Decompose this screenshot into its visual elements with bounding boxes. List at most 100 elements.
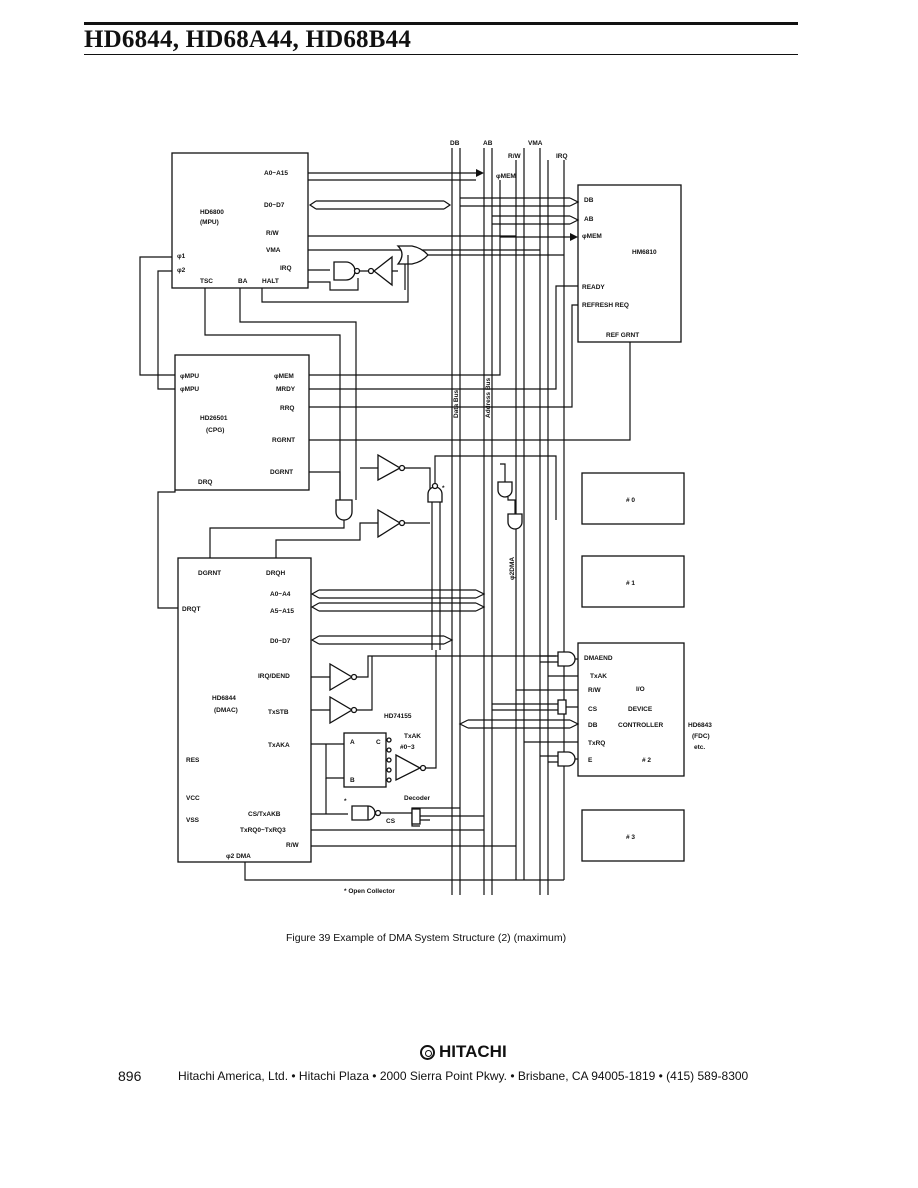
bus-label-vma: VMA (528, 140, 543, 147)
page-number: 896 (118, 1068, 142, 1084)
ref-name: HM6810 (632, 249, 657, 256)
cpg-block (174, 354, 310, 491)
device-0-block (581, 472, 685, 525)
bus-label-data-bus: Data Bus (453, 389, 460, 418)
ref-pin-phimem: φMEM (582, 233, 602, 240)
cpg-pin-rrq: RRQ (280, 405, 294, 412)
bus-label-db: DB (450, 140, 460, 147)
inverter-irq (372, 255, 393, 287)
page-title: HD6844, HD68A44, HD68B44 (84, 26, 412, 53)
dmac-pin-a0: A0~A4 (270, 591, 291, 598)
and-gate-star (427, 486, 443, 503)
footer-address: Hitachi America, Ltd. • Hitachi Plaza • … (178, 1069, 749, 1083)
device-3-label: # 3 (626, 834, 635, 841)
io-label-etc: etc. (694, 744, 705, 751)
inverter-txstb (329, 695, 354, 725)
ref-pin-ready: READY (582, 284, 605, 291)
decoder-hd: HD74155 (384, 713, 412, 720)
io-pin-db: DB (588, 722, 598, 729)
bus-label-irq: IRQ (556, 153, 568, 160)
cpg-name: HD26501 (200, 415, 228, 422)
cs-buffer (557, 699, 567, 715)
io-pin-e: E (588, 757, 593, 764)
dmac-pin-cs: CS/TxAKB (248, 811, 281, 818)
decoder-pin-c: C (376, 739, 381, 746)
mpu-pin-ba: BA (238, 278, 248, 285)
dmac-name: HD6844 (212, 695, 236, 702)
cpg-pin-rgrnt: RGRNT (272, 437, 295, 444)
cpg-pin-mrdy: MRDY (276, 386, 296, 393)
note-star-2: * (344, 798, 347, 805)
device-3-block (581, 809, 685, 862)
mpu-pin-irq: IRQ (280, 265, 292, 272)
cpg-pin-drq: DRQ (198, 479, 212, 486)
decoder-block (343, 732, 387, 788)
inverter-1 (377, 453, 402, 482)
decoder-pin-b: B (350, 777, 355, 784)
decoder-pin-a: A (350, 739, 355, 746)
dmac-pin-drqh: DRQH (266, 570, 285, 577)
dmac-pin-vss: VSS (186, 817, 200, 824)
dmac-pin-vcc: VCC (186, 795, 200, 802)
io-label-controller: CONTROLLER (618, 722, 663, 729)
title-rule (84, 54, 798, 55)
ref-pin-db: DB (584, 197, 594, 204)
and-gate-a (497, 481, 513, 498)
io-pin-dmaend: DMAEND (584, 655, 613, 662)
hitachi-logo-icon (420, 1044, 435, 1060)
ref-pin-refresh: REFRESH REQ (582, 302, 629, 309)
decoder-cs: CS (386, 818, 396, 825)
bus-label-address-bus: Address Bus (485, 378, 492, 418)
hitachi-logo-text: HITACHI (439, 1042, 507, 1061)
io-label-hd: HD6843 (688, 722, 712, 729)
mpu-pin-phi1: φ1 (177, 253, 186, 260)
mpu-pin-halt: HALT (262, 278, 279, 285)
io-label-io: I/O (636, 686, 645, 693)
mpu-name: HD6800 (200, 209, 224, 216)
ref-pin-grant: REF GRNT (606, 332, 639, 339)
and-gate-b (507, 513, 523, 530)
decoder-range: #0~3 (400, 744, 415, 751)
dmac-pin-irq: IRQ/DEND (258, 673, 290, 680)
dmac-pin-drqt: DRQT (182, 606, 200, 613)
io-pin-txrq: TxRQ (588, 740, 605, 747)
mpu-pin-rw: R/W (266, 230, 280, 237)
dmac-pin-txrq: TxRQ0~TxRQ3 (240, 827, 286, 834)
and-gate-dmaend (557, 651, 576, 667)
note-open-collector: * Open Collector (344, 888, 395, 895)
io-label-num: # 2 (642, 757, 651, 764)
dmac-pin-dgrnt: DGRNT (198, 570, 221, 577)
device-1-label: # 1 (626, 580, 635, 587)
figure-caption: Figure 39 Example of DMA System Structur… (286, 932, 567, 944)
mpu-pin-vma: VMA (266, 247, 281, 254)
bus-label-ab: AB (483, 140, 493, 147)
io-controller-block (577, 642, 685, 777)
device-1-block (581, 555, 685, 608)
ref-block (577, 184, 682, 343)
dmac-pin-phi2: φ2 DMA (226, 853, 251, 860)
nand-gate-irq (333, 261, 356, 281)
io-pin-cs: CS (588, 706, 598, 713)
io-pin-txak: TxAK (590, 673, 607, 680)
or-gate-irq (396, 245, 429, 265)
ref-pin-ab: AB (584, 216, 594, 223)
mpu-sub: (MPU) (200, 219, 219, 226)
top-rule (84, 22, 798, 25)
decoder-txak: TxAK (404, 733, 421, 740)
cpg-pin-phimpu2: φMPU (180, 386, 199, 393)
note-star-1: * (442, 485, 445, 492)
io-pin-rw: R/W (588, 687, 602, 694)
device-0-label: # 0 (626, 497, 635, 504)
bus-label-rw: R/W (508, 153, 522, 160)
inverter-decoder (395, 753, 422, 782)
mpu-pin-d: D0~D7 (264, 202, 285, 209)
cpg-pin-dgrnt: DGRNT (270, 469, 293, 476)
hitachi-logo: HITACHI (420, 1042, 507, 1062)
io-label-fdc: (FDC) (692, 733, 710, 740)
mpu-pin-a: A0~A15 (264, 170, 288, 177)
mpu-pin-tsc: TSC (200, 278, 213, 285)
dmac-sub: (DMAC) (214, 707, 238, 714)
io-label-device: DEVICE (628, 706, 653, 713)
dmac-pin-txaka: TxAKA (268, 742, 290, 749)
